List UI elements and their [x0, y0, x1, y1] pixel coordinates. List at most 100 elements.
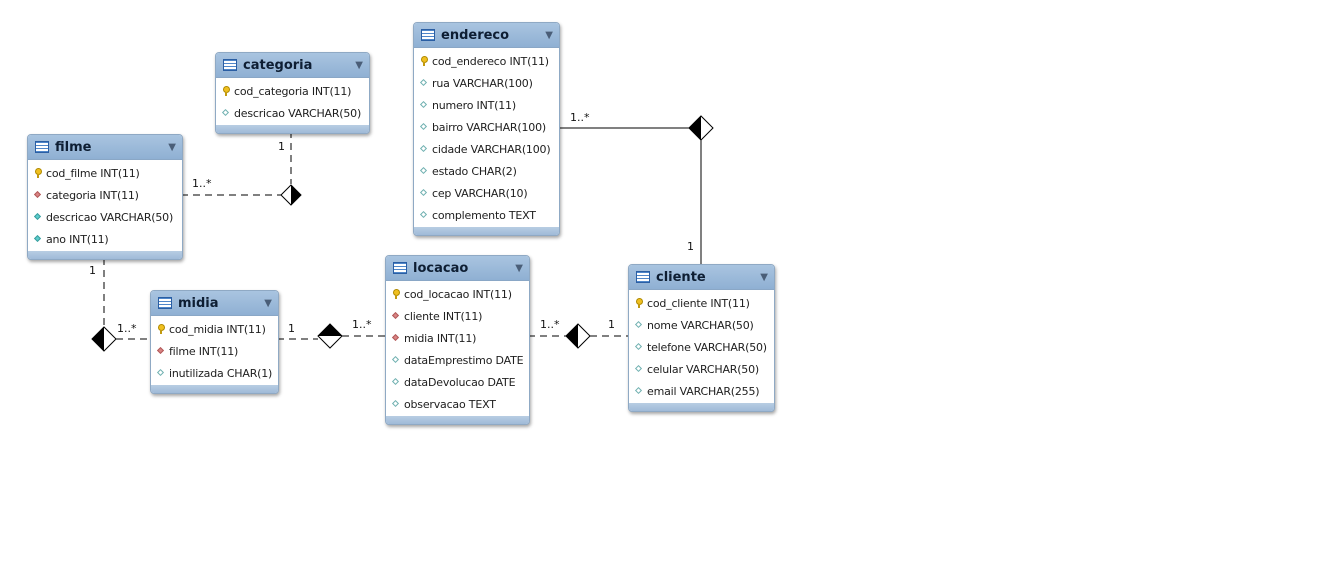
column-row[interactable]: complemento TEXT: [414, 204, 559, 226]
collapse-arrow-icon[interactable]: ▼: [545, 29, 553, 41]
column-text: filme INT(11): [169, 344, 239, 358]
table-locacao[interactable]: locacao▼cod_locacao INT(11)cliente INT(1…: [385, 255, 530, 425]
column-row[interactable]: estado CHAR(2): [414, 160, 559, 182]
column-row[interactable]: cod_endereco INT(11): [414, 50, 559, 72]
table-header[interactable]: endereco ▼: [414, 23, 559, 48]
nullable-column-icon: [419, 188, 429, 198]
table-footer: [629, 403, 774, 411]
diamond-fill-locacao-cliente: [566, 324, 578, 348]
nullable-column-icon: [221, 108, 231, 118]
column-row[interactable]: filme INT(11): [151, 340, 278, 362]
nullable-column-icon: [634, 386, 644, 396]
collapse-arrow-icon[interactable]: ▼: [168, 141, 176, 153]
table-header[interactable]: midia ▼: [151, 291, 278, 316]
column-row[interactable]: cod_midia INT(11): [151, 318, 278, 340]
column-row[interactable]: telefone VARCHAR(50): [629, 336, 774, 358]
column-text: bairro VARCHAR(100): [432, 120, 546, 134]
table-header[interactable]: filme▼: [28, 135, 182, 160]
cardinality-label: 1: [89, 264, 96, 277]
column-row[interactable]: bairro VARCHAR(100): [414, 116, 559, 138]
column-row[interactable]: numero INT(11): [414, 94, 559, 116]
column-row[interactable]: cidade VARCHAR(100): [414, 138, 559, 160]
column-list: cod_endereco INT(11) rua VARCHAR(100)nume…: [414, 48, 559, 227]
collapse-arrow-icon[interactable]: ▼: [355, 59, 363, 71]
column-row[interactable]: cliente INT(11): [386, 305, 529, 327]
column-row[interactable]: categoria INT(11): [28, 184, 182, 206]
column-row[interactable]: descricao VARCHAR(50): [216, 102, 369, 124]
column-list: cod_categoria INT(11) descricao VARCHAR(5…: [216, 78, 369, 125]
collapse-arrow-icon[interactable]: ▼: [264, 297, 272, 309]
table-name: cliente: [656, 269, 706, 285]
primary-key-icon: [391, 289, 401, 299]
table-cliente[interactable]: cliente ▼ cod_cliente INT(11) nome VARCHAR(…: [628, 264, 775, 412]
column-row[interactable]: dataEmprestimo DATE: [386, 349, 529, 371]
column-row[interactable]: cod_categoria INT(11): [216, 80, 369, 102]
column-text: nome VARCHAR(50): [647, 318, 754, 332]
primary-key-icon: [156, 324, 166, 334]
nullable-column-icon: [419, 78, 429, 88]
primary-key-icon: [33, 168, 43, 178]
column-row[interactable]: ano INT(11): [28, 228, 182, 250]
table-footer: [216, 125, 369, 133]
nullable-column-icon: [391, 355, 401, 365]
column-row[interactable]: nome VARCHAR(50): [629, 314, 774, 336]
collapse-arrow-icon[interactable]: ▼: [515, 262, 523, 274]
column-text: cod_endereco INT(11): [432, 54, 549, 68]
table-name: endereco: [441, 27, 510, 43]
column-row[interactable]: rua VARCHAR(100): [414, 72, 559, 94]
column-list: cod_locacao INT(11)cliente INT(11)midia …: [386, 281, 529, 416]
not-null-column-icon: [33, 212, 43, 222]
table-midia[interactable]: midia ▼ cod_midia INT(11) filme INT(11) inut…: [150, 290, 279, 394]
diamond-fill-locacao-midia: [318, 324, 342, 336]
primary-key-icon: [634, 298, 644, 308]
column-row[interactable]: descricao VARCHAR(50): [28, 206, 182, 228]
column-text: cod_midia INT(11): [169, 322, 266, 336]
foreign-key-icon: [33, 190, 43, 200]
table-footer: [28, 251, 182, 259]
column-row[interactable]: observacao TEXT: [386, 393, 529, 415]
column-text: estado CHAR(2): [432, 164, 517, 178]
cardinality-label: 1..*: [192, 177, 212, 190]
column-row[interactable]: email VARCHAR(255): [629, 380, 774, 402]
table-icon: [35, 141, 49, 153]
table-footer: [414, 227, 559, 235]
table-header[interactable]: locacao▼: [386, 256, 529, 281]
column-row[interactable]: cod_filme INT(11): [28, 162, 182, 184]
column-row[interactable]: inutilizada CHAR(1): [151, 362, 278, 384]
table-header[interactable]: cliente ▼: [629, 265, 774, 290]
table-icon: [421, 29, 435, 41]
column-text: cod_filme INT(11): [46, 166, 140, 180]
table-icon: [636, 271, 650, 283]
column-row[interactable]: cod_locacao INT(11): [386, 283, 529, 305]
nullable-column-icon: [419, 144, 429, 154]
column-text: email VARCHAR(255): [647, 384, 760, 398]
column-row[interactable]: cep VARCHAR(10): [414, 182, 559, 204]
column-text: ano INT(11): [46, 232, 109, 246]
column-row[interactable]: cod_cliente INT(11): [629, 292, 774, 314]
column-text: cod_categoria INT(11): [234, 84, 352, 98]
nullable-column-icon: [634, 342, 644, 352]
nullable-column-icon: [634, 320, 644, 330]
diamond-fill-midia-filme: [92, 327, 104, 351]
collapse-arrow-icon[interactable]: ▼: [760, 271, 768, 283]
table-filme[interactable]: filme▼ cod_filme INT(11) categoria INT(11)…: [27, 134, 183, 260]
table-icon: [393, 262, 407, 274]
cardinality-label: 1..*: [540, 318, 560, 331]
table-categoria[interactable]: categoria▼ cod_categoria INT(11) descricao…: [215, 52, 370, 134]
nullable-column-icon: [419, 166, 429, 176]
column-text: dataDevolucao DATE: [404, 375, 516, 389]
column-row[interactable]: midia INT(11): [386, 327, 529, 349]
foreign-key-icon: [391, 333, 401, 343]
table-endereco[interactable]: endereco ▼ cod_endereco INT(11) rua VARCHAR…: [413, 22, 560, 236]
table-header[interactable]: categoria▼: [216, 53, 369, 78]
not-null-column-icon: [33, 234, 43, 244]
column-text: descricao VARCHAR(50): [234, 106, 362, 120]
column-row[interactable]: dataDevolucao DATE: [386, 371, 529, 393]
table-name: midia: [178, 295, 219, 311]
column-row[interactable]: celular VARCHAR(50): [629, 358, 774, 380]
table-icon: [158, 297, 172, 309]
column-text: dataEmprestimo DATE: [404, 353, 524, 367]
diamond-fill-endereco-cliente: [689, 116, 701, 140]
diamond-fill-filme-categoria: [291, 185, 301, 205]
